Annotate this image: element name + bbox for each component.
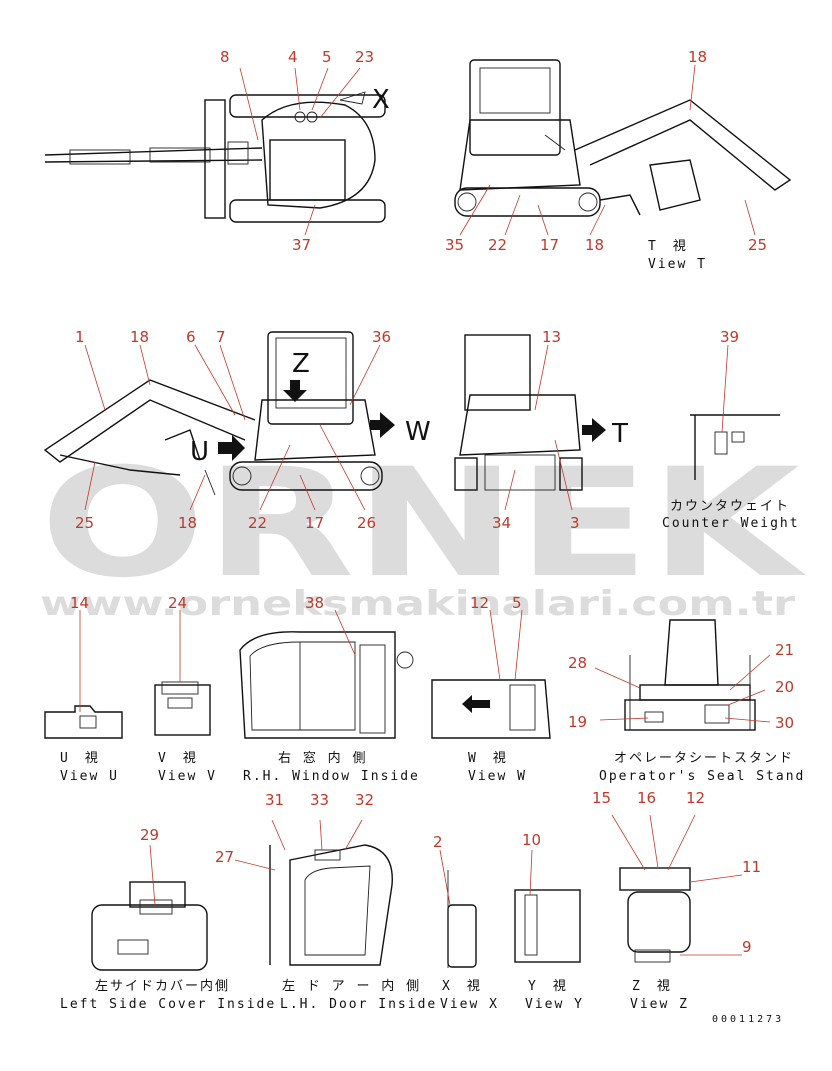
side-view-arm: Z W U [43,331,431,511]
callout-label: 36 [372,328,391,346]
counter-weight-view [690,344,780,480]
callout-label: 11 [742,858,761,876]
callout-label: 18 [130,328,149,346]
caption-left-cover-en: Left Side Cover Inside [60,997,276,1012]
callout-label: 31 [265,791,284,809]
watermark-url: www.orneksmakinalari.com.tr [40,584,795,624]
callout-label: 10 [522,831,541,849]
callout-label: 12 [686,789,705,807]
caption-view-v-jp: V 視 [158,751,198,766]
caption-view-t-jp: T 視 [648,239,688,254]
caption-view-w-jp: W 視 [468,751,508,766]
callout-label: 7 [216,328,226,346]
caption-left-cover-jp: 左サイドカバー内側 [95,978,230,994]
caption-view-u-jp: U 視 [60,751,100,766]
view-letter-w: W [405,417,431,447]
drawing-code: 00011273 [712,1014,784,1025]
callout-label: 26 [357,514,376,532]
callout-label: 22 [248,514,267,532]
callout-label: 18 [585,236,604,254]
callout-label: 22 [488,236,507,254]
callout-label: 24 [168,594,187,612]
caption-lh-door-en: L.H. Door Inside [280,997,437,1012]
caption-seat-stand-en: Operator's Seal Stand [599,769,805,784]
callout-label: 5 [512,594,522,612]
callout-label: 18 [688,48,707,66]
side-view-t [454,59,792,236]
view-letter-u: U [190,437,209,467]
callout-label: 13 [542,328,561,346]
operator-seat-detail [594,619,771,731]
callout-label: 6 [186,328,196,346]
caption-seat-stand-jp: オペレータシートスタンド [614,751,794,766]
callout-label: 39 [720,328,739,346]
view-letter-t: T [611,419,628,449]
view-captions: T 視 View T カウンタウェイト Counter Weight U 視 V… [60,239,805,1025]
view-v-detail [154,610,211,736]
callout-label: 4 [288,48,298,66]
left-side-cover-detail [91,844,208,971]
top-view-excavator: X [44,67,390,236]
callout-label: 33 [310,791,329,809]
caption-view-z-jp: Z 視 [632,979,672,994]
caption-view-y-en: View Y [525,997,584,1012]
caption-lh-door-jp: 左 ド ア ー 内 側 [282,978,421,994]
callout-label: 9 [742,938,752,956]
callout-label: 3 [570,514,580,532]
callout-label: 1 [75,328,85,346]
callout-label: 37 [292,236,311,254]
caption-view-x-jp: X 視 [442,979,482,994]
callout-label: 25 [75,514,94,532]
callout-label: 5 [322,48,332,66]
view-letter-x: X [372,85,390,115]
view-z-detail [611,814,743,963]
callout-label: 14 [70,594,89,612]
view-letter-z: Z [292,349,310,379]
view-u-detail [44,610,123,739]
caption-view-z-en: View Z [630,997,689,1012]
view-w-detail [431,609,551,739]
callout-label: 20 [775,678,794,696]
caption-counter-weight-en: Counter Weight [662,516,800,531]
caption-counter-weight-jp: カウンタウェイト [670,499,790,514]
callout-label: 29 [140,826,159,844]
callout-label: 38 [305,594,324,612]
callout-label: 34 [492,514,511,532]
callout-label: 23 [355,48,374,66]
callout-label: 28 [568,654,587,672]
callout-label: 25 [748,236,767,254]
callout-labels: 8 4 5 23 37 18 35 22 17 18 25 1 18 6 7 2… [70,48,794,956]
watermark-brand: ORNEK [40,437,806,611]
callout-label: 16 [637,789,656,807]
caption-rh-window-en: R.H. Window Inside [243,769,420,784]
callout-label: 27 [215,848,234,866]
view-y-detail [514,849,581,963]
caption-view-y-jp: Y 視 [528,979,568,994]
caption-rh-window-jp: 右 窓 内 側 [278,750,367,766]
rear-view: T [454,334,628,511]
caption-view-x-en: View X [440,997,499,1012]
caption-view-w-en: View W [468,769,527,784]
callout-label: 17 [540,236,559,254]
caption-view-u-en: View U [60,769,119,784]
caption-view-v-en: View V [158,769,217,784]
callout-label: 8 [220,48,230,66]
caption-view-t-en: View T [648,257,707,272]
callout-label: 35 [445,236,464,254]
watermark: ORNEK www.orneksmakinalari.com.tr [40,437,806,624]
callout-label: 19 [568,713,587,731]
callout-label: 17 [305,514,324,532]
view-x-detail [439,849,477,968]
rh-window-detail [239,609,414,739]
callout-label: 15 [592,789,611,807]
callout-label: 2 [433,833,443,851]
callout-label: 21 [775,641,794,659]
callout-label: 30 [775,714,794,732]
callout-label: 12 [470,594,489,612]
lh-door-detail [234,819,393,966]
callout-label: 18 [178,514,197,532]
callout-label: 32 [355,791,374,809]
